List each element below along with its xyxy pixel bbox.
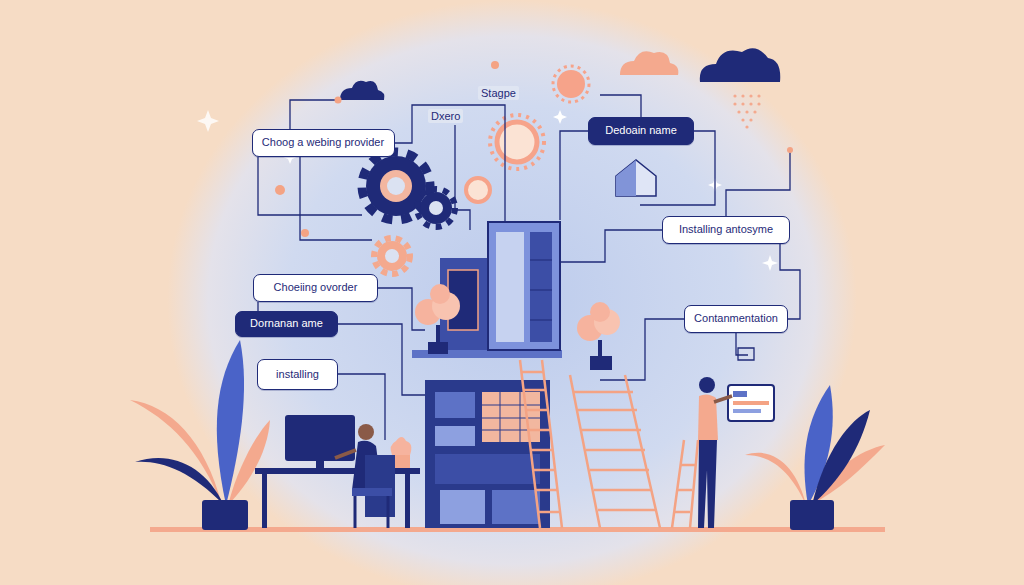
ladders (520, 360, 698, 528)
process-box: Choeiing ovorder (253, 274, 378, 302)
plant-left (130, 340, 270, 530)
floating-label: Stagpe (478, 86, 519, 100)
process-box: Choog a webing provider (252, 129, 395, 157)
box-label: Dornanan ame (250, 317, 323, 330)
box-label: Dedoain name (605, 124, 677, 137)
box-label: Choeiing ovorder (274, 281, 358, 294)
backdrop-circle (167, 0, 857, 585)
process-box: Contanmentation (684, 305, 788, 333)
house-icon (616, 160, 656, 196)
box-label: Installing antosyme (679, 223, 773, 236)
process-box: Installing antosyme (662, 216, 790, 244)
box-label: installing (276, 368, 319, 381)
gears (362, 152, 455, 274)
process-box: Dedoain name (588, 117, 694, 145)
clouds (340, 48, 780, 128)
desk-person (255, 415, 420, 528)
box-label: Contanmentation (694, 312, 778, 325)
box-label: Choog a webing provider (262, 136, 384, 149)
potted-trees (415, 284, 620, 370)
process-box: installing (257, 359, 338, 390)
tower (412, 222, 562, 528)
standing-person (698, 348, 774, 528)
process-box: Dornanan ame (235, 311, 338, 337)
floating-label: Dxero (428, 109, 463, 123)
suns (466, 66, 589, 202)
